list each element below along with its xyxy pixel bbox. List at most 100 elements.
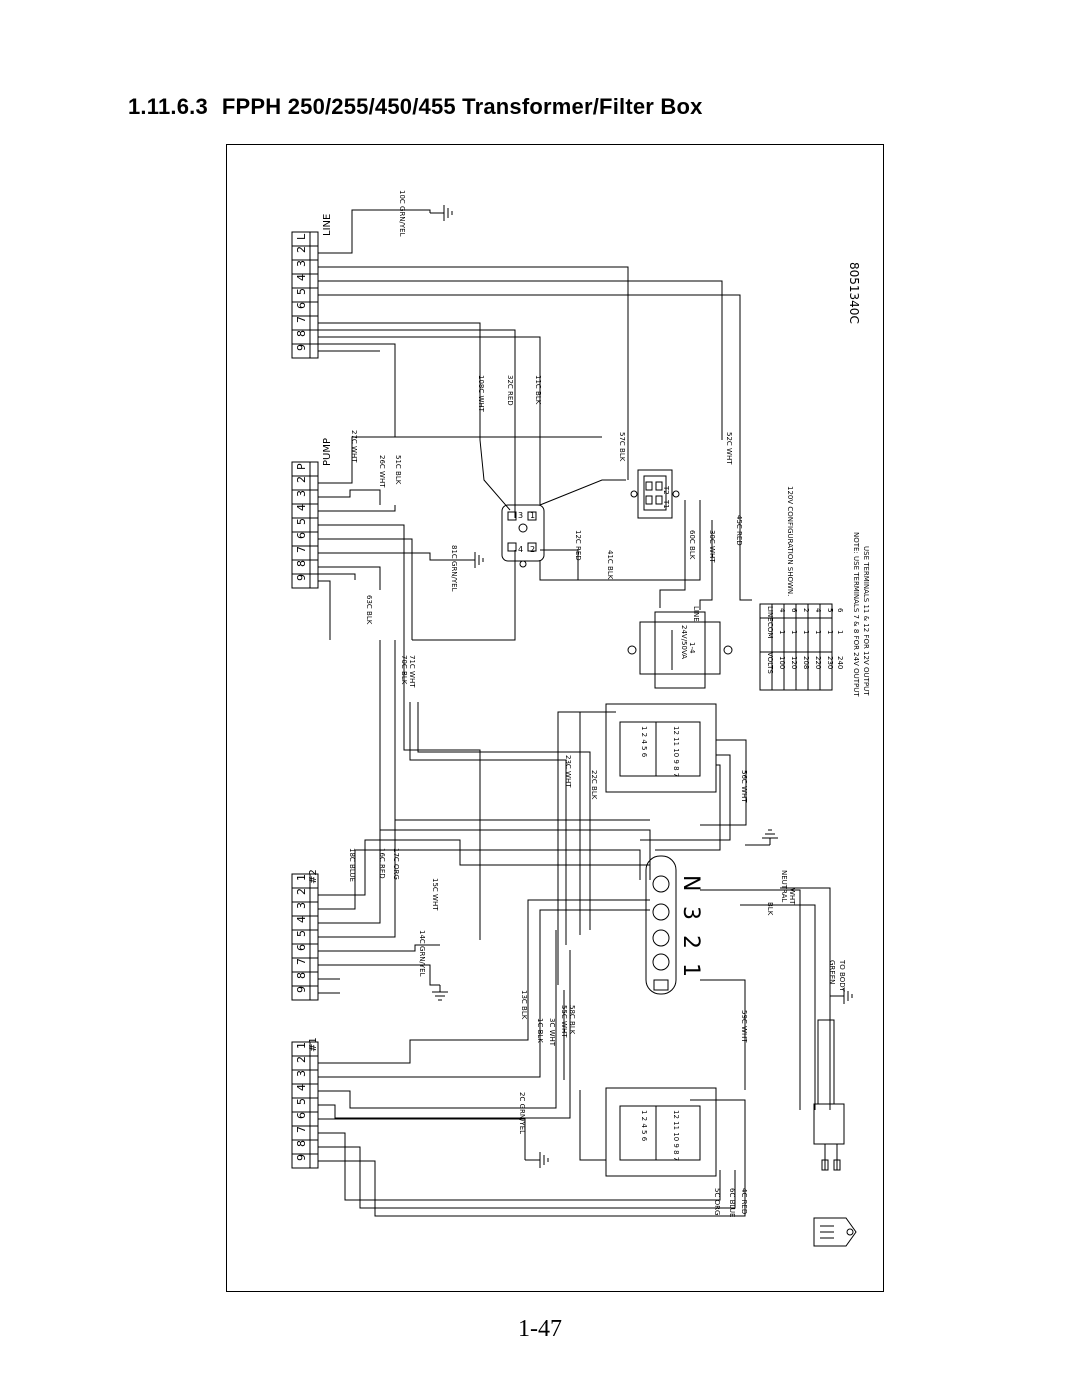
two-t1: 1 xyxy=(295,874,308,881)
label-56c: 56C WHT xyxy=(740,770,748,803)
terminal-block xyxy=(645,855,677,995)
section-title: FPPH 250/255/450/455 Transformer/Filter … xyxy=(221,94,703,119)
transformer-line-label: LINE xyxy=(692,606,700,622)
pump-t3: 3 xyxy=(295,490,308,497)
table-r2-com: 1 xyxy=(790,630,798,634)
label-15c: 15C WHT xyxy=(431,878,439,911)
label-71c: 71C WHT xyxy=(408,655,416,688)
label-32c: 32C RED xyxy=(506,375,514,406)
label-58c: 58C BLK xyxy=(568,1005,576,1035)
two-t4: 4 xyxy=(295,916,308,923)
label-3c: 3C WHT xyxy=(548,1018,556,1047)
power-plug xyxy=(813,1019,857,1247)
label-12c: 12C RED xyxy=(574,530,582,561)
label-55c: 55C WHT xyxy=(560,1005,568,1038)
relay-pins: 3 1 4 2 xyxy=(518,511,535,554)
switch-component xyxy=(630,469,680,519)
label-59c: 59C WHT xyxy=(740,1010,748,1043)
relay-pin-2: 2 xyxy=(530,545,535,554)
config-note: 120V CONFIGURATION SHOWN. xyxy=(786,486,794,596)
section-number: 1.11.6.3 xyxy=(128,94,208,119)
output-note-2: USE TERMINALS 11 & 12 FOR 12V OUTPUT xyxy=(862,546,870,696)
terminal-block-3: 3 xyxy=(678,906,703,920)
one-t2: 2 xyxy=(295,1056,308,1063)
voltage-table xyxy=(759,603,833,691)
filter-lower-pins-b: 12 11 10 9 8 7 xyxy=(672,1110,680,1161)
diagram-frame xyxy=(226,144,884,1292)
label-1c: 1C BLK xyxy=(536,1018,544,1043)
line-t3: 3 xyxy=(295,260,308,267)
terminal-strip-line xyxy=(291,231,319,359)
label-108c: 108C WHT xyxy=(477,375,485,413)
table-r6-com: 1 xyxy=(836,630,844,634)
relay-pin-4: 4 xyxy=(518,545,523,554)
one-t1: 1 xyxy=(295,1042,308,1049)
label-10c: 10C GRN/YEL xyxy=(398,190,406,237)
filter-upper-pins-b: 12 11 10 9 8 7 xyxy=(672,726,680,777)
one-t9: 9 xyxy=(295,1154,308,1161)
filter-lower-pins-a: 1 2 4 5 6 xyxy=(640,1110,648,1142)
transformer xyxy=(627,611,733,689)
output-note-1: NOTE: USE TERMINALS 7 & 8 FOR 24V OUTPUT xyxy=(852,532,860,697)
table-r1-volts: 100 xyxy=(778,656,786,669)
line-mark: L xyxy=(295,233,308,240)
label-green: GREEN xyxy=(828,960,836,984)
pump-label: PUMP xyxy=(322,438,333,466)
label-14c: 14C GRN/YEL xyxy=(418,930,426,977)
two-t5: 5 xyxy=(295,930,308,937)
label-60c: 60C BLK xyxy=(688,530,696,560)
table-r3-volts: 208 xyxy=(802,656,810,669)
table-r5-com: 1 xyxy=(826,630,834,634)
two-t8: 8 xyxy=(295,972,308,979)
label-11c: 11C BLK xyxy=(534,375,542,405)
one-t3: 3 xyxy=(295,1070,308,1077)
terminal-block-labels: 1 2 3 N xyxy=(678,875,703,977)
pump-t6: 6 xyxy=(295,532,308,539)
terminal-numbers: 9 8 7 6 5 4 3 2 L 9 8 7 6 5 4 3 2 P 9 8 … xyxy=(295,214,333,1161)
line-t6: 6 xyxy=(295,302,308,309)
label-16c: 16C RED xyxy=(378,848,386,879)
label-23c: 23C WHT xyxy=(564,755,572,788)
line-t5: 5 xyxy=(295,288,308,295)
page-number: 1-47 xyxy=(518,1316,562,1342)
relay-pin-1: 1 xyxy=(530,511,535,520)
one-t4: 4 xyxy=(295,1084,308,1091)
pump-t2: 2 xyxy=(295,476,308,483)
label-13c: 13C BLK xyxy=(520,990,528,1020)
table-r2-volts: 120 xyxy=(790,656,798,669)
line-t2: 2 xyxy=(295,246,308,253)
two-t9: 9 xyxy=(295,986,308,993)
label-neutral: NEUTRAL xyxy=(780,870,788,902)
table-r4-line: 4 xyxy=(814,608,822,613)
line-label: LINE xyxy=(322,214,333,236)
label-41c: 41C BLK xyxy=(606,550,614,580)
label-63c: 63C BLK xyxy=(365,595,373,625)
label-blk: BLK xyxy=(766,902,774,916)
relay-pin-3: 3 xyxy=(518,511,523,520)
terminal-block-n: N xyxy=(678,875,703,891)
label-wht: WHT xyxy=(788,888,796,905)
two-mark: #2 xyxy=(308,869,319,884)
table-r4-volts: 220 xyxy=(814,656,822,669)
two-t3: 3 xyxy=(295,902,308,909)
label-51c: 51C BLK xyxy=(394,455,402,485)
transformer-pins: 1-4 xyxy=(688,642,696,654)
label-4c: 4C RED xyxy=(740,1188,748,1214)
wires xyxy=(318,209,831,1217)
drawing-number: 8051340C xyxy=(847,262,861,324)
pump-t4: 4 xyxy=(295,504,308,511)
two-t7: 7 xyxy=(295,958,308,965)
switch-pin-t1: T1 xyxy=(662,499,670,509)
pump-t9: 9 xyxy=(295,574,308,581)
table-r1-line: 4 xyxy=(778,608,786,613)
pump-mark: P xyxy=(295,463,308,470)
table-r4-com: 1 xyxy=(814,630,822,634)
one-t7: 7 xyxy=(295,1126,308,1133)
switch-pins: T2 T1 xyxy=(662,485,670,509)
ground-symbols xyxy=(430,205,853,1168)
label-57c: 57C BLK xyxy=(618,432,626,462)
wire-labels: 10C GRN/YEL 108C WHT 32C RED 11C BLK 27C… xyxy=(348,190,846,1217)
table-header-line: LINE xyxy=(766,606,774,622)
label-18c: 18C BLUE xyxy=(348,848,356,882)
